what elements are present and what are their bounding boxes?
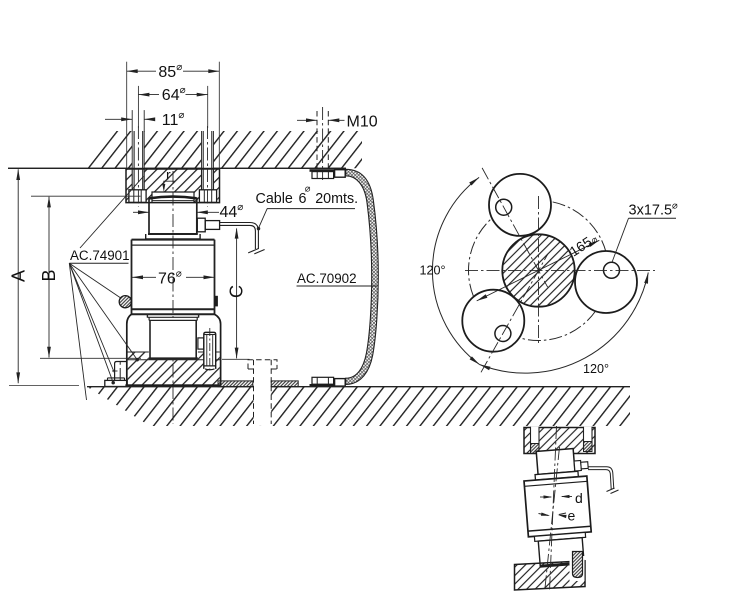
svg-text:⌀: ⌀: [305, 184, 311, 194]
svg-text:6: 6: [299, 191, 307, 207]
svg-text:20mts.: 20mts.: [315, 191, 358, 207]
svg-text:11⌀: 11⌀: [162, 110, 185, 129]
svg-text:120°: 120°: [583, 362, 609, 376]
svg-text:64⌀: 64⌀: [162, 85, 186, 104]
svg-text:⌀: ⌀: [589, 234, 600, 246]
svg-text:A: A: [9, 270, 29, 282]
svg-text:AC.70902: AC.70902: [297, 271, 357, 286]
svg-text:d: d: [575, 490, 583, 506]
svg-text:85⌀: 85⌀: [158, 62, 182, 81]
svg-text:76⌀: 76⌀: [158, 268, 182, 287]
svg-text:C: C: [227, 285, 247, 298]
svg-text:AC.74901: AC.74901: [70, 248, 130, 263]
svg-text:r: r: [166, 167, 171, 183]
svg-text:120°: 120°: [420, 264, 446, 278]
svg-text:Cable: Cable: [256, 191, 293, 207]
svg-text:B: B: [39, 269, 59, 281]
svg-text:44⌀: 44⌀: [220, 202, 244, 221]
svg-text:3x17.5⌀: 3x17.5⌀: [629, 201, 679, 219]
svg-text:e: e: [568, 508, 576, 524]
svg-text:M10: M10: [347, 114, 378, 131]
